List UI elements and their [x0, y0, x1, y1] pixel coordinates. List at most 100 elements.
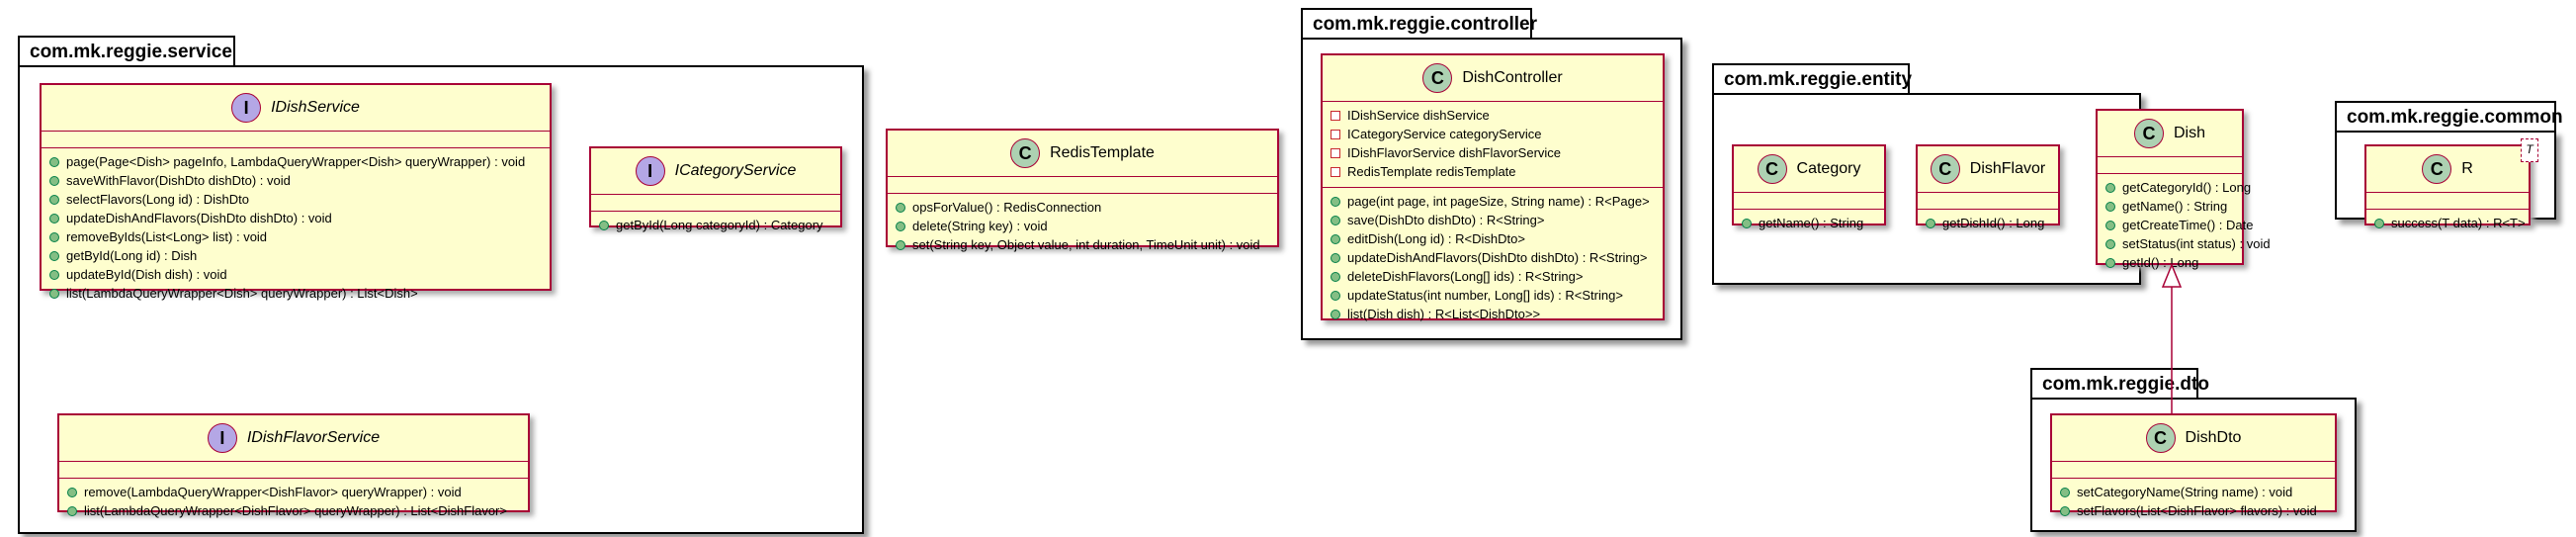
methods-section: remove(LambdaQueryWrapper<DishFlavor> qu… [59, 478, 528, 526]
public-marker-icon [1331, 233, 1340, 244]
method-row: getById(Long id) : Dish [49, 246, 544, 265]
fields-section [1918, 192, 2058, 209]
class-badge-icon: C [2133, 119, 2164, 148]
method-row: getId() : Long [2105, 253, 2236, 272]
public-marker-icon [2105, 220, 2115, 230]
method-row: getById(Long categoryId) : Category [599, 216, 834, 234]
methods-section: page(int page, int pageSize, String name… [1323, 187, 1663, 329]
public-marker-icon [2105, 201, 2115, 212]
methods-section: getName() : String [1734, 209, 1884, 238]
public-marker-icon [2105, 182, 2115, 193]
method-row: getName() : String [2105, 197, 2236, 216]
method-row: removeByIds(List<Long> list) : void [49, 227, 544, 246]
public-marker-icon [49, 269, 59, 280]
method-row: updateDishAndFlavors(DishDto dishDto) : … [49, 209, 544, 227]
public-marker-icon [1742, 218, 1752, 228]
public-marker-icon [49, 231, 59, 242]
public-marker-icon [1331, 309, 1340, 319]
public-marker-icon [1331, 215, 1340, 225]
class-name: RedisTemplate [1050, 144, 1155, 161]
class-redistemplate[interactable]: C RedisTemplate opsForValue() : RedisCon… [886, 129, 1279, 252]
class-badge-icon: C [1930, 154, 1960, 184]
public-marker-icon [1331, 196, 1340, 207]
fields-section [42, 131, 550, 147]
class-name: IDishFlavorService [246, 429, 381, 446]
public-marker-icon [896, 202, 905, 213]
public-marker-icon [49, 175, 59, 186]
class-icategoryservice[interactable]: I ICategoryService getById(Long category… [589, 146, 842, 232]
class-dish[interactable]: C Dish getCategoryId() : Long getName() … [2096, 109, 2271, 270]
method-row: list(LambdaQueryWrapper<DishFlavor> quer… [67, 501, 522, 520]
fields-section [591, 194, 840, 211]
class-name: DishDto [2185, 429, 2242, 446]
package-tab-dto: com.mk.reggie.dto [2030, 368, 2209, 400]
method-row: setStatus(int status) : void [2105, 234, 2271, 253]
private-marker-icon [1331, 110, 1340, 121]
class-dishflavor[interactable]: C DishFlavor getDishId() : Long [1916, 144, 2060, 230]
public-marker-icon [1926, 218, 1935, 228]
class-r[interactable]: T C R success(T data) : R<T> [2364, 138, 2538, 230]
package-tab-common: com.mk.reggie.common [2335, 101, 2563, 133]
class-idishservice[interactable]: I IDishService page(Page<Dish> pageInfo,… [40, 83, 552, 301]
class-badge-icon: C [2145, 423, 2176, 453]
public-marker-icon [599, 220, 609, 230]
methods-section: opsForValue() : RedisConnection delete(S… [888, 193, 1277, 260]
public-marker-icon [67, 505, 77, 516]
method-row: getDishId() : Long [1926, 214, 2052, 232]
interface-badge-icon: I [207, 423, 237, 453]
class-dishdto[interactable]: C DishDto setCategoryName(String name) :… [2050, 413, 2337, 518]
class-name: DishFlavor [1969, 160, 2046, 177]
public-marker-icon [49, 250, 59, 261]
class-name: Dish [2173, 125, 2205, 141]
public-marker-icon [896, 239, 905, 250]
class-name: IDishService [271, 99, 360, 116]
public-marker-icon [49, 213, 59, 224]
method-row: getCategoryId() : Long [2105, 178, 2251, 197]
class-name: R [2461, 160, 2473, 177]
class-name: ICategoryService [674, 162, 797, 179]
methods-section: getCategoryId() : Long getName() : Strin… [2098, 173, 2271, 278]
class-badge-icon: C [1757, 154, 1787, 184]
method-row: success(T data) : R<T> [2374, 214, 2526, 232]
class-badge-icon: C [1010, 138, 1041, 168]
method-row: delete(String key) : void [896, 217, 1271, 235]
method-row: setCategoryName(String name) : void [2060, 483, 2329, 501]
method-row: updateDishAndFlavors(DishDto dishDto) : … [1331, 248, 1657, 267]
method-row: updateById(Dish dish) : void [49, 265, 544, 284]
public-marker-icon [2374, 218, 2384, 228]
method-row: list(Dish dish) : R<List<DishDto>> [1331, 305, 1657, 323]
fields-section [1734, 192, 1884, 209]
fields-section [59, 461, 528, 478]
methods-section: setCategoryName(String name) : void setF… [2052, 478, 2335, 526]
class-idishflavorservice[interactable]: I IDishFlavorService remove(LambdaQueryW… [57, 413, 530, 518]
field-row: IDishService dishService [1331, 106, 1657, 125]
private-marker-icon [1331, 166, 1340, 177]
fields-section [2052, 461, 2335, 478]
class-badge-icon: C [1422, 63, 1453, 93]
method-row: saveWithFlavor(DishDto dishDto) : void [49, 171, 544, 190]
interface-badge-icon: I [635, 156, 665, 186]
method-row: updateStatus(int number, Long[] ids) : R… [1331, 286, 1657, 305]
class-name: Category [1796, 160, 1861, 177]
field-row: ICategoryService categoryService [1331, 125, 1657, 143]
public-marker-icon [1331, 290, 1340, 301]
fields-section [2366, 192, 2529, 209]
public-marker-icon [49, 288, 59, 299]
public-marker-icon [2060, 487, 2070, 497]
public-marker-icon [2105, 257, 2115, 268]
field-row: RedisTemplate redisTemplate [1331, 162, 1657, 181]
method-row: deleteDishFlavors(Long[] ids) : R<String… [1331, 267, 1657, 286]
method-row: page(int page, int pageSize, String name… [1331, 192, 1657, 211]
method-row: getName() : String [1742, 214, 1878, 232]
method-row: getCreateTime() : Date [2105, 216, 2253, 234]
class-category[interactable]: C Category getName() : String [1732, 144, 1886, 230]
method-row: selectFlavors(Long id) : DishDto [49, 190, 544, 209]
public-marker-icon [49, 156, 59, 167]
method-row: set(String key, Object value, int durati… [896, 235, 1271, 254]
methods-section: success(T data) : R<T> [2366, 209, 2529, 238]
class-dishcontroller[interactable]: C DishController IDishService dishServic… [1321, 53, 1665, 321]
interface-badge-icon: I [231, 93, 262, 123]
private-marker-icon [1331, 147, 1340, 158]
methods-section: getDishId() : Long [1918, 209, 2058, 238]
method-row: page(Page<Dish> pageInfo, LambdaQueryWra… [49, 152, 544, 171]
